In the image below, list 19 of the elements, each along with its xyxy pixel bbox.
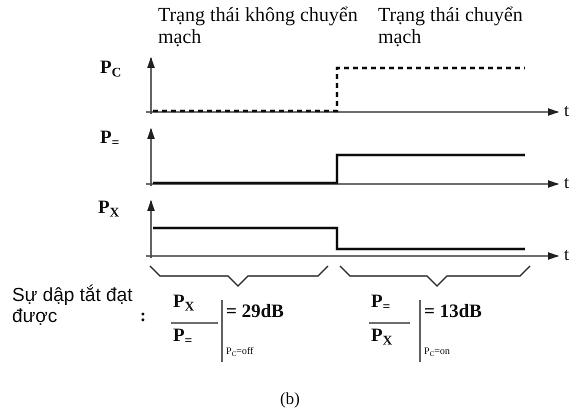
- axis-label: t: [564, 245, 570, 265]
- axis-label: t: [564, 101, 570, 121]
- fraction-term: P$_{=}$: [371, 292, 390, 313]
- axis-label: t: [564, 173, 570, 193]
- figure-label: (b): [280, 390, 300, 409]
- row-label: Sự dập tắt đạt được: [12, 286, 134, 328]
- equation-value: = 13dB: [424, 302, 482, 323]
- signal-label: P$_{=}$: [100, 128, 120, 149]
- equation-value: = 29dB: [226, 302, 284, 323]
- signal-label: P$_{X}$: [98, 198, 120, 219]
- state-label: Trạng thái không chuyển mạch: [158, 4, 358, 48]
- fraction-term: P$_{X}$: [371, 326, 392, 347]
- colon: :: [140, 306, 146, 326]
- fraction-term: P$_{X}$: [173, 292, 194, 313]
- fraction-term: P$_{=}$: [173, 326, 192, 347]
- condition-subscript: P$_{C}$=off: [226, 346, 254, 357]
- state-label: Trạng thái chuyển mạch: [378, 4, 524, 48]
- signal-label: P$_{C}$: [100, 58, 122, 79]
- condition-subscript: P$_{C}$=on: [424, 346, 450, 357]
